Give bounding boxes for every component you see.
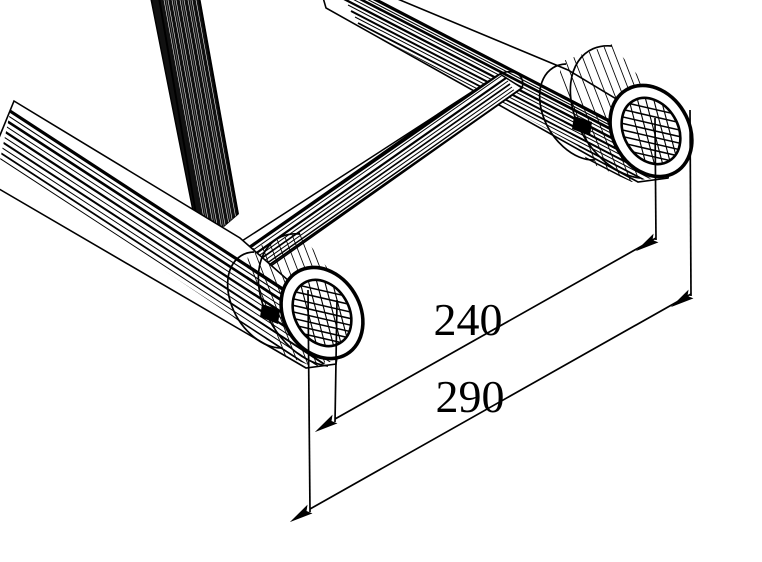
member-diagonal-brace (150, 0, 239, 227)
dim-240-label: 240 (434, 294, 503, 345)
dim-290-extension-line-right (689, 109, 692, 297)
diagonal-brace-hatching (159, 0, 238, 226)
dimension-240: 240 (314, 117, 659, 433)
dim-240-leader-line (314, 233, 659, 433)
dim-290-label: 290 (436, 371, 505, 422)
dim-240-extension-line-right (654, 117, 657, 241)
